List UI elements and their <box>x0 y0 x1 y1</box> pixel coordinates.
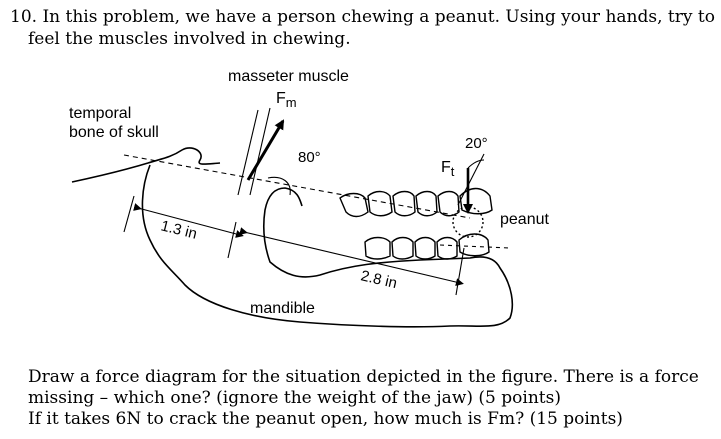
ft-reference-line <box>457 153 485 206</box>
peanut-shape <box>452 206 484 238</box>
dist-2-8-tick-right <box>455 247 465 296</box>
dist-1-3-tick-right <box>227 221 237 259</box>
dist-1-3-line <box>133 203 244 238</box>
dist-1-3-tick-left <box>123 195 135 233</box>
problem-intro-text: In this problem, we have a person chewin… <box>42 7 715 27</box>
fm-reference-line-1 <box>237 109 259 196</box>
question-line-3: If it takes 6N to crack the peanut open,… <box>28 409 623 429</box>
question-line-1: Draw a force diagram for the situation d… <box>28 367 699 387</box>
problem-intro-line-2: feel the muscles involved in chewing. <box>28 29 351 49</box>
upper-dashed-line <box>123 154 471 219</box>
fm-arrow <box>246 119 285 181</box>
angle-80-arc <box>267 176 291 196</box>
label-angle-20: 20° <box>465 135 488 152</box>
questions: Draw a force diagram for the situation d… <box>28 367 718 430</box>
skull-outline <box>71 147 221 183</box>
dist-2-8-line <box>239 227 464 286</box>
label-temporal-1: temporal <box>69 105 131 122</box>
fm-reference-line-2 <box>249 107 271 196</box>
angle-20-arc <box>467 159 485 169</box>
label-dist-1-3: 1.3 in <box>159 217 199 242</box>
label-dist-2-8: 2.8 in <box>359 267 399 292</box>
problem-number: 10. <box>10 7 38 27</box>
label-angle-80: 80° <box>298 149 321 166</box>
lower-dashed-line <box>439 244 511 249</box>
problem-intro-line-1: 10. In this problem, we have a person ch… <box>10 6 715 28</box>
question-line-2: missing – which one? (ignore the weight … <box>28 388 561 408</box>
label-masseter: masseter muscle <box>228 68 349 85</box>
mandible-outline <box>141 164 514 328</box>
lower-teeth <box>364 233 490 260</box>
label-peanut: peanut <box>500 211 549 228</box>
problem-statement: 10. In this problem, we have a person ch… <box>10 6 715 50</box>
label-ft: Ft <box>441 159 455 179</box>
label-fm: Fm <box>276 90 297 110</box>
label-temporal-2: bone of skull <box>69 124 159 141</box>
label-mandible: mandible <box>250 300 315 317</box>
